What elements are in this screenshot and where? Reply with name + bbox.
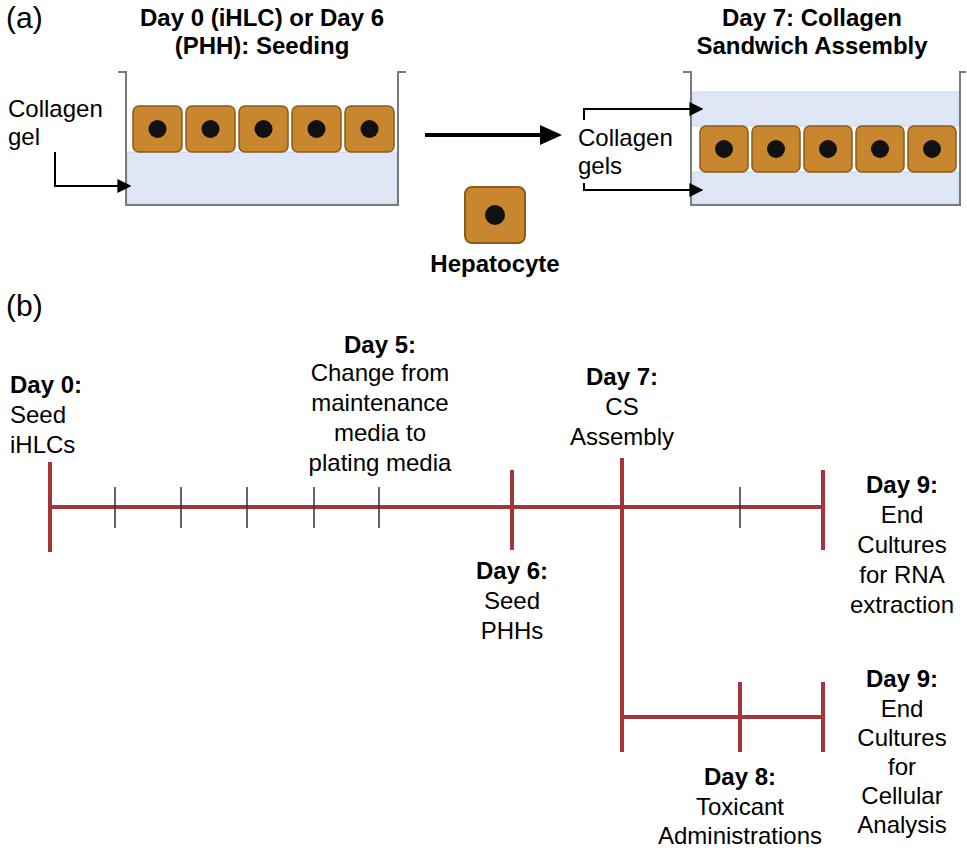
day-label: Day 7: — [562, 362, 682, 392]
leader-arrow — [584, 183, 702, 190]
timeline — [50, 458, 823, 752]
leader-arrow — [584, 109, 702, 120]
day-label: Day 5: — [300, 330, 460, 360]
day-label: Day 9: — [846, 470, 958, 500]
step-heading: Day 0 (iHLC) or Day 6 (PHH): Seeding — [112, 4, 412, 60]
icon-caption: Hepatocyte — [430, 250, 559, 278]
collagen-gel — [127, 152, 397, 204]
day-label: Day 9: — [846, 664, 958, 694]
panel-label: (b) — [6, 288, 66, 324]
event-text: Seed iHLCs — [10, 400, 90, 460]
event-text: Toxicant Administrations — [650, 792, 830, 850]
process-arrow — [425, 125, 562, 145]
day-label: Day 8: — [650, 762, 830, 792]
event-text: End Cultures for RNA extraction — [846, 500, 958, 620]
event-text: Change from maintenance media to plating… — [300, 358, 460, 478]
hepatocyte-icon: Hepatocyte — [464, 186, 526, 244]
callout-label: Collagen gel — [8, 95, 128, 151]
sandwich-well — [683, 72, 966, 205]
callout-label: Collagen gels — [578, 124, 688, 180]
collagen-gel — [693, 92, 959, 126]
collagen-gel — [693, 172, 959, 204]
day-label: Day 6: — [462, 556, 562, 586]
step-heading: Day 7: Collagen Sandwich Assembly — [677, 4, 947, 60]
panel-label: (a) — [6, 0, 66, 36]
event-text: CS Assembly — [562, 392, 682, 452]
cell-nucleus — [485, 205, 505, 225]
event-text: End Cultures for Cellular Analysis — [846, 694, 958, 839]
culture-well — [118, 72, 406, 205]
hepatocyte-layer — [133, 106, 394, 152]
event-text: Seed PHHs — [467, 586, 557, 646]
leader-arrow — [55, 152, 130, 186]
day-label: Day 0: — [10, 370, 100, 400]
hepatocyte-layer — [700, 126, 956, 172]
